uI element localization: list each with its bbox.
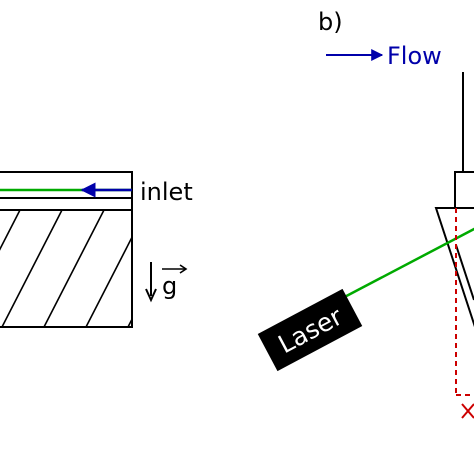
laser-box: [257, 288, 363, 372]
nozzle-stem: [462, 72, 474, 173]
gravity-label: g: [162, 272, 177, 300]
panel-b-label: b): [318, 8, 343, 36]
red-axis-glyph-icon: [461, 403, 474, 419]
inlet-label: inlet: [140, 178, 193, 206]
panel-a: inlet g: [0, 171, 193, 328]
laser-source: Laser: [257, 288, 363, 372]
nozzle-cone: [434, 207, 474, 328]
nozzle-cone-inner: [455, 244, 474, 301]
hatched-block: [0, 209, 133, 328]
nozzle-collar: [454, 171, 474, 209]
laser-beam-b: [334, 227, 474, 304]
flow-legend-label: Flow: [387, 42, 442, 70]
vector-arrow-head-icon: [179, 264, 188, 274]
panel-b: b) Flow Laser: [257, 8, 474, 419]
gravity-arrow-head-icon: [145, 288, 157, 303]
hatch-lines: [0, 210, 132, 327]
